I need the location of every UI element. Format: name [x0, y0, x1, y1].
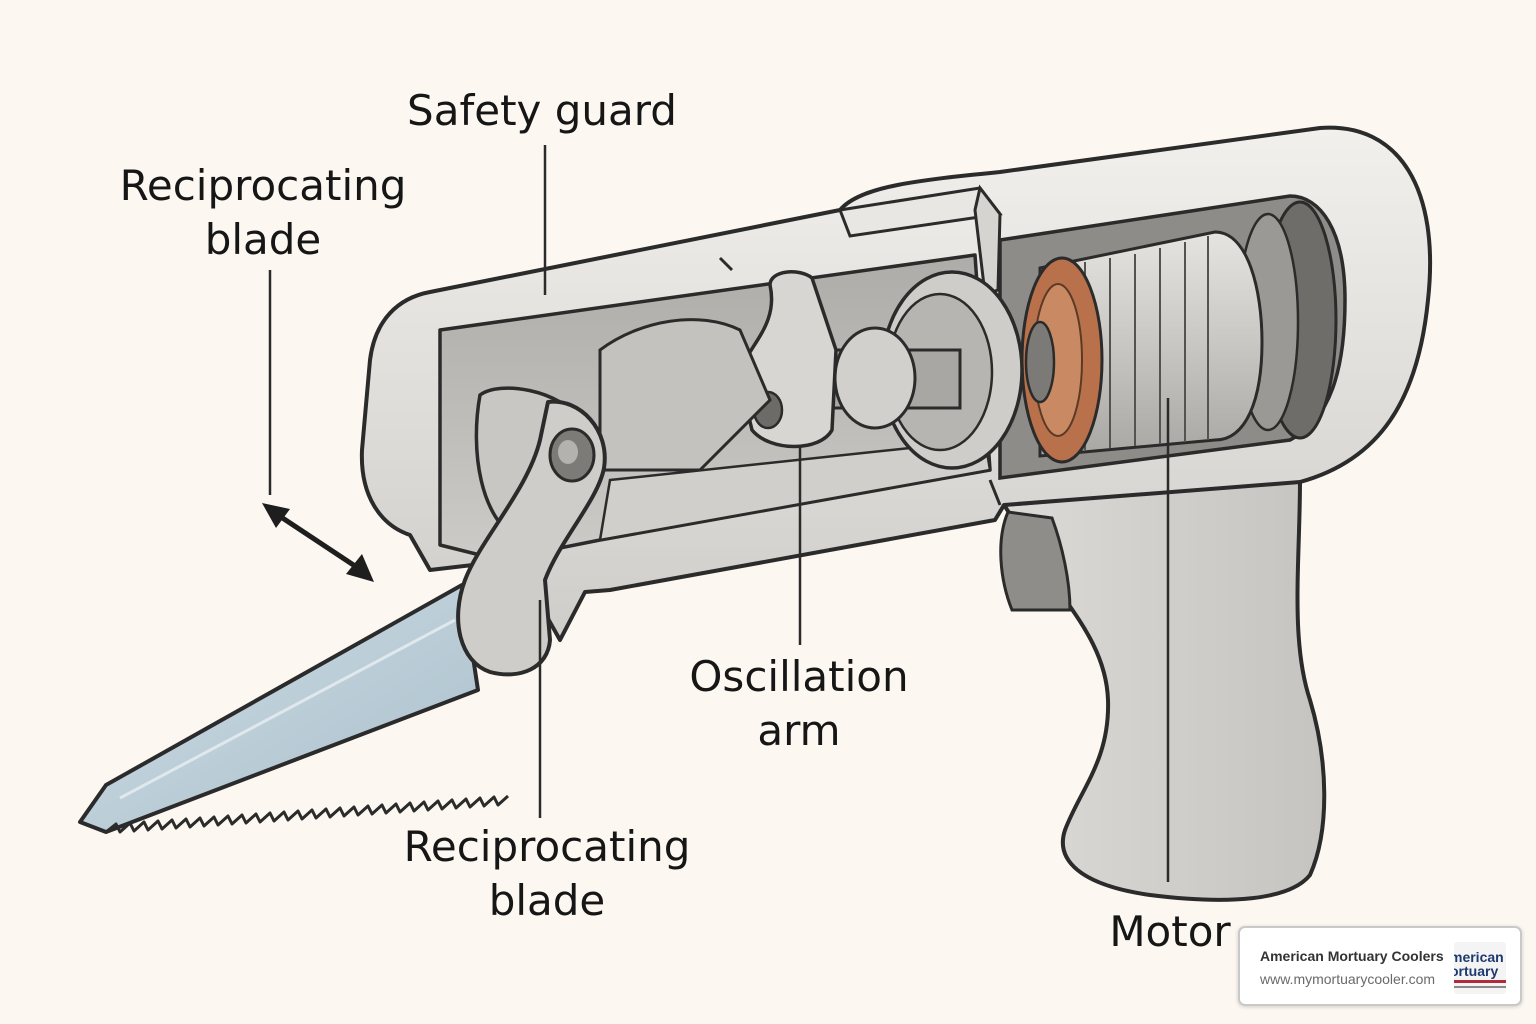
- saw-blade: [78, 583, 510, 834]
- oscillation-arm: [598, 270, 838, 472]
- company-logo-icon: merican ortuary: [1454, 942, 1506, 994]
- label-safety-guard: Safety guard: [407, 86, 677, 135]
- motor-rotor: [1020, 230, 1264, 464]
- logo-stripe-small: [1454, 986, 1506, 988]
- double-arrow-icon: [262, 503, 374, 582]
- label-motor: Motor: [1109, 907, 1231, 956]
- logo-stripe: [1454, 980, 1506, 983]
- label-reciprocating-blade-top: Reciprocating blade: [119, 161, 407, 264]
- blade-clamp-lever: [456, 386, 607, 677]
- watermark-url: www.mymortuarycooler.com: [1260, 971, 1436, 987]
- pistol-grip: [999, 478, 1327, 902]
- watermark-company-name: American Mortuary Coolers: [1260, 948, 1444, 964]
- label-reciprocating-blade-bottom: Reciprocating blade: [403, 822, 691, 925]
- leader-lines: [268, 145, 1170, 882]
- watermark-badge: American Mortuary Coolers www.mymortuary…: [1238, 926, 1522, 1006]
- logo-text-line-2: ortuary: [1454, 963, 1499, 979]
- crank-mechanism: [818, 270, 1056, 470]
- label-oscillation-arm: Oscillation arm: [689, 652, 909, 755]
- logo-text-line-1: merican: [1454, 949, 1504, 965]
